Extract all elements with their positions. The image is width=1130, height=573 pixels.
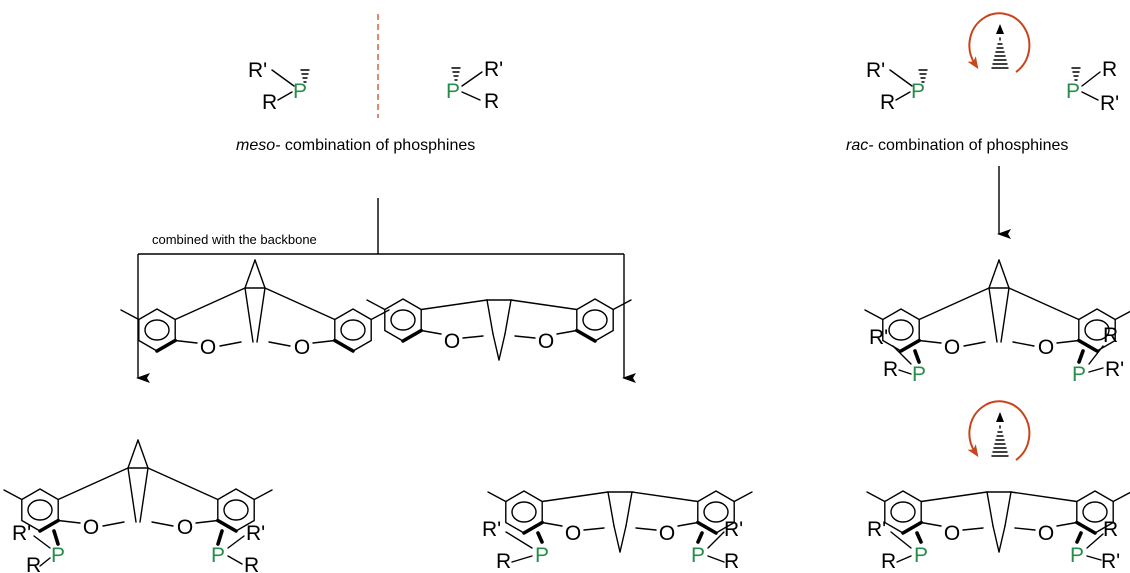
rotation-arrow-icon (967, 12, 1031, 73)
atom-r: R (1103, 518, 1118, 541)
hashed-wedge (451, 67, 461, 81)
rac-phosphine-right: P R R' (1066, 58, 1119, 115)
meso-product-a: O O P P R' R R' R (4, 440, 272, 573)
atom-phosphorus: P (293, 80, 307, 103)
atom-phosphorus: P (1072, 363, 1086, 386)
atom-oxygen: O (177, 516, 193, 539)
atom-r-prime: R' (1101, 550, 1120, 573)
atom-phosphorus: P (535, 544, 549, 567)
rac-product-a: O O P P R' R R R' (865, 260, 1130, 386)
atom-r: R (1103, 324, 1118, 347)
atom-r-prime: R' (484, 58, 503, 81)
atom-phosphorus: P (1066, 80, 1080, 103)
atom-r-prime: R' (867, 518, 886, 541)
atom-r-prime: R' (246, 522, 265, 545)
atom-r: R (262, 91, 277, 114)
rotation-arrow-icon (967, 400, 1031, 461)
atom-r: R (496, 550, 511, 573)
atom-r-prime: R' (12, 522, 31, 545)
meso-caption: meso- combination of phosphines (236, 137, 475, 154)
atom-r: R (880, 91, 895, 114)
backbone-bridge-down: O O (367, 299, 631, 360)
atom-r: R (26, 554, 41, 573)
atom-oxygen: O (1038, 522, 1054, 545)
atom-oxygen: O (83, 516, 99, 539)
atom-phosphorus: P (211, 544, 225, 567)
atom-r: R (883, 358, 898, 381)
atom-phosphorus: P (914, 544, 928, 567)
atom-oxygen: O (1038, 336, 1054, 359)
hashed-wedge (918, 69, 928, 83)
c2-rotation-bottom (967, 400, 1031, 461)
atom-oxygen: O (659, 522, 675, 545)
atom-r: R (724, 550, 739, 573)
atom-oxygen: O (565, 522, 581, 545)
combined-label: combined with the backbone (152, 232, 317, 247)
c2-axis-icon (991, 24, 1009, 69)
hashed-wedge (1071, 67, 1081, 81)
atom-r-prime: R' (724, 518, 743, 541)
atom-phosphorus: P (912, 363, 926, 386)
atom-r-prime: R' (1100, 92, 1119, 115)
atom-phosphorus: P (691, 544, 705, 567)
hashed-wedge (300, 69, 310, 83)
meso-phosphine-left: R' R P (248, 59, 310, 114)
atom-oxygen: O (294, 336, 310, 359)
atom-oxygen: O (538, 330, 554, 353)
atom-phosphorus: P (1070, 544, 1084, 567)
c2-rotation-top (967, 12, 1031, 73)
atom-r-prime: R' (482, 518, 501, 541)
atom-r-prime: R' (248, 59, 267, 82)
atom-r-prime: R' (869, 326, 888, 349)
atom-oxygen: O (444, 330, 460, 353)
atom-phosphorus: P (911, 80, 925, 103)
meso-product-b: O O P P R' R R' R (482, 491, 752, 573)
atom-r: R (244, 554, 259, 573)
meso-phosphine-right: P R' R (446, 58, 503, 113)
atom-r: R (1102, 58, 1117, 81)
atom-r: R (881, 550, 896, 573)
atom-r-prime: R' (866, 59, 885, 82)
atom-r: R (484, 90, 499, 113)
atom-oxygen: O (944, 522, 960, 545)
atom-oxygen: O (200, 336, 216, 359)
c2-axis-icon (991, 412, 1009, 457)
atom-phosphorus: P (446, 80, 460, 103)
rac-phosphine-left: R' R P (866, 59, 928, 114)
rac-product-b: O O P P R' R R R' (867, 491, 1130, 573)
atom-phosphorus: P (51, 544, 65, 567)
rac-caption: rac- combination of phosphines (846, 137, 1068, 154)
atom-r-prime: R' (1105, 358, 1124, 381)
atom-oxygen: O (944, 336, 960, 359)
backbone-bridge-up: O O (121, 260, 389, 359)
